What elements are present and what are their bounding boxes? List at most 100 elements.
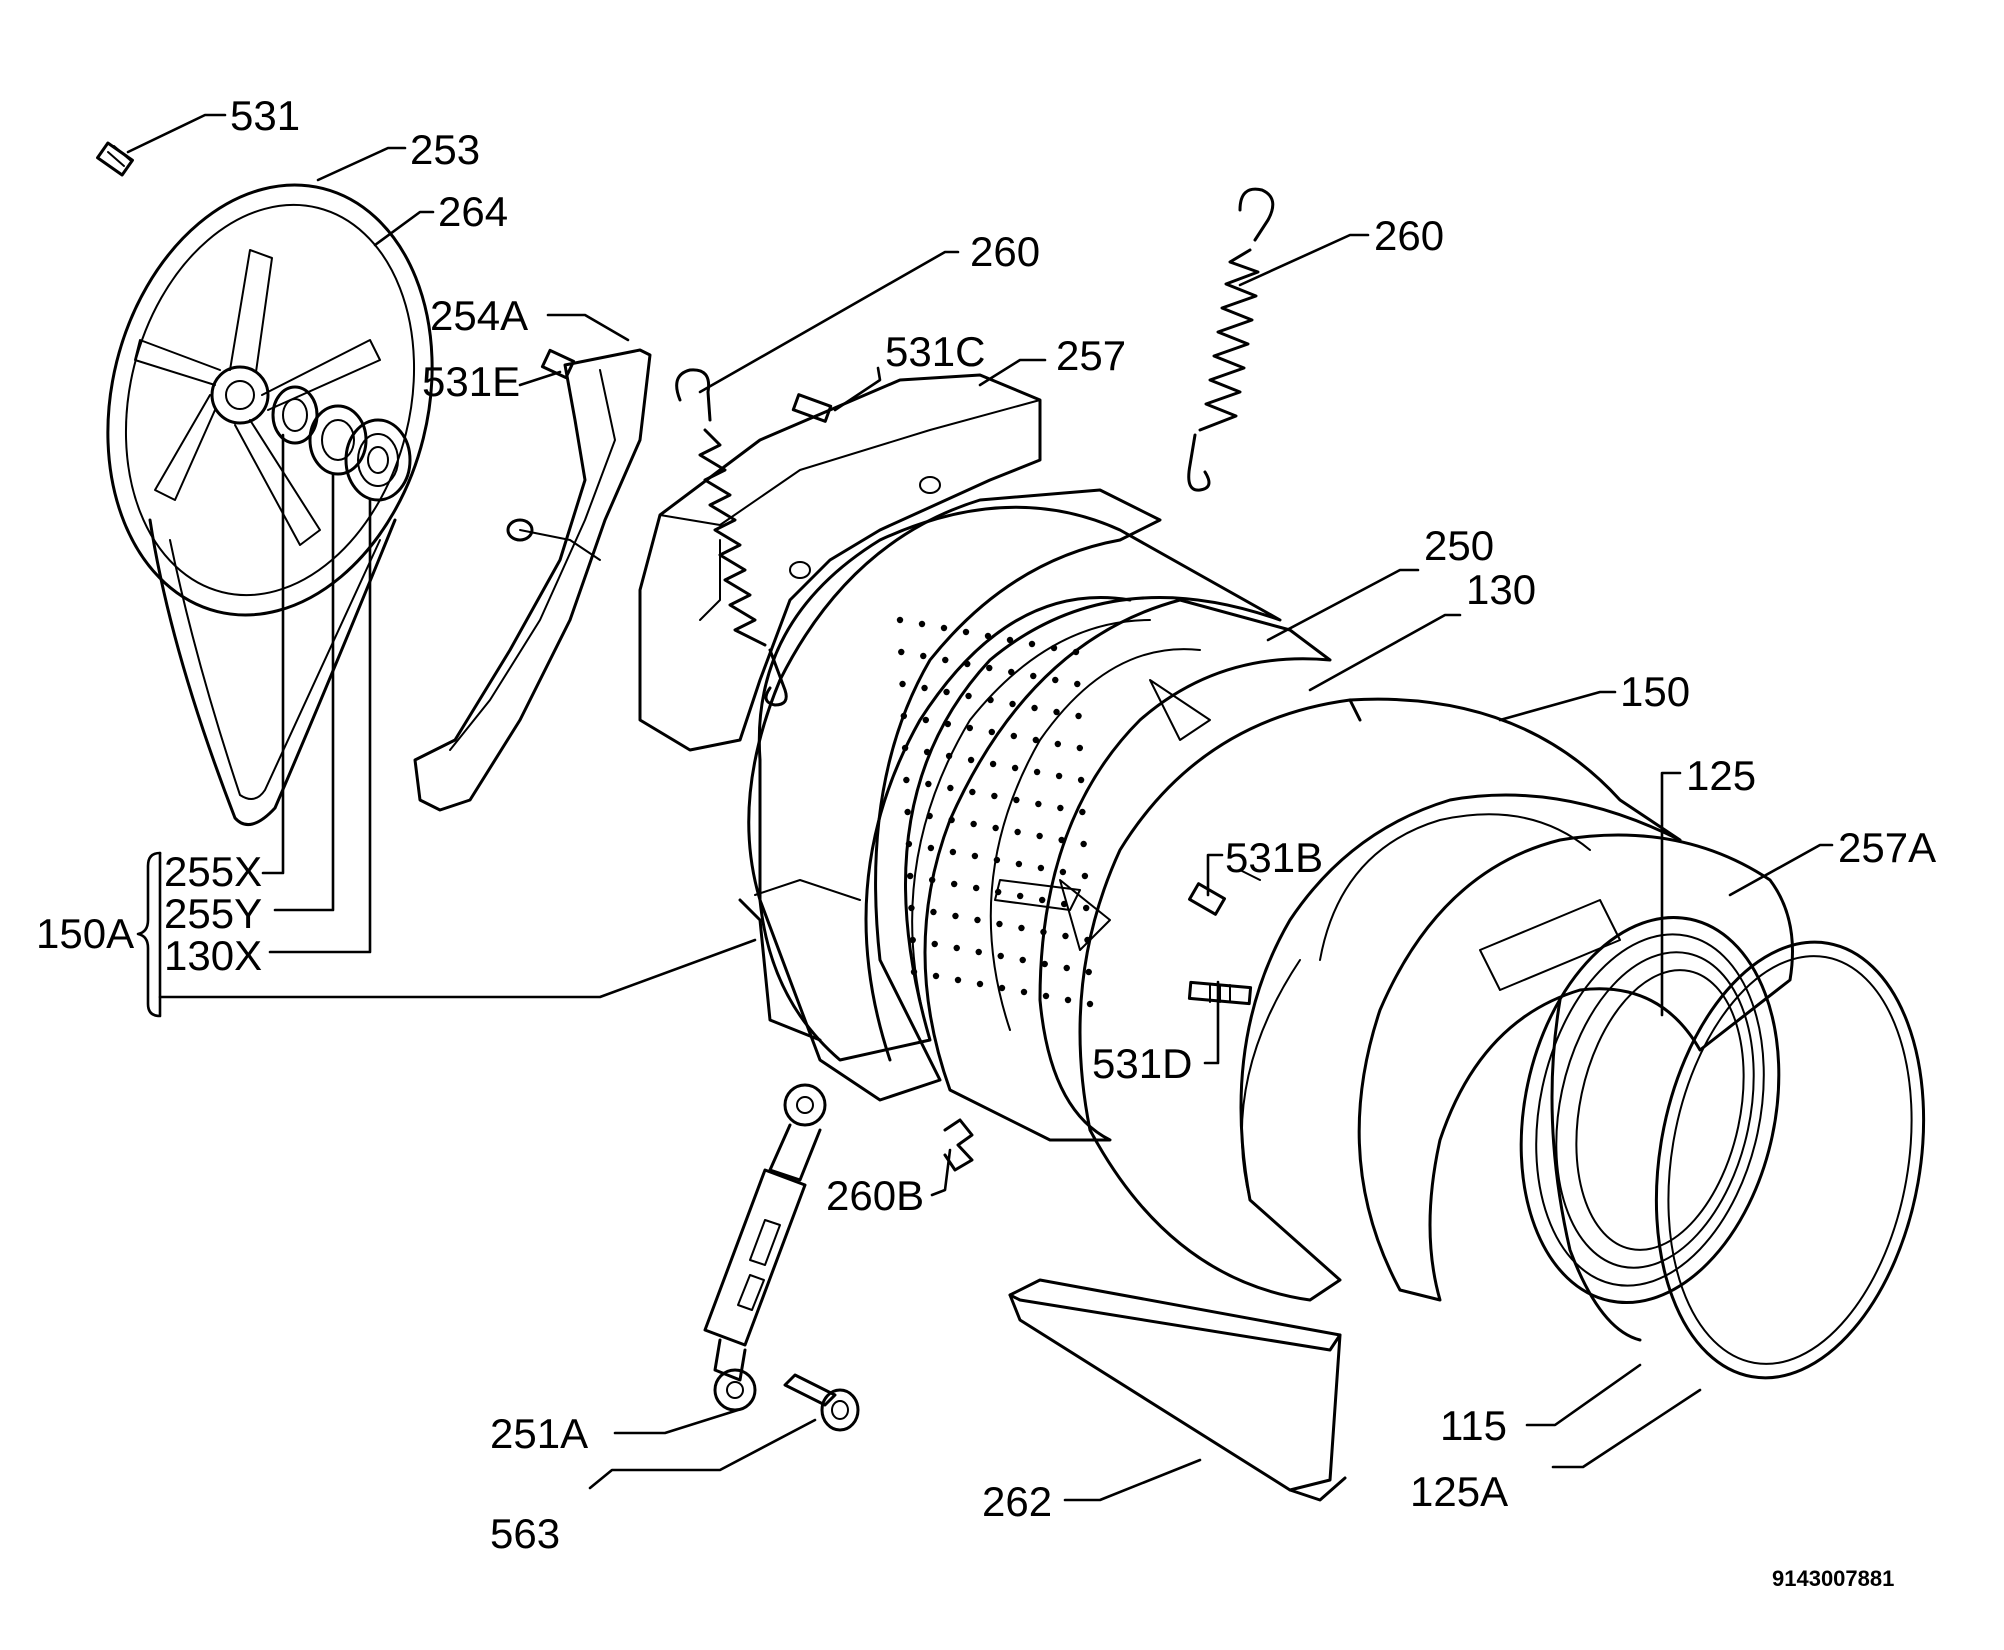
perforation-hole (1052, 676, 1059, 684)
perforation-hole (1053, 708, 1060, 716)
perforation-hole (1055, 772, 1063, 780)
seal-255x (271, 385, 319, 445)
perforation-hole (1032, 736, 1040, 744)
perforation-hole (896, 616, 904, 624)
perforation-hole (899, 680, 906, 688)
label-150: 150 (1620, 668, 1690, 715)
perforation-hole (1057, 804, 1064, 812)
perforation-hole (1018, 924, 1025, 932)
perforation-hole (954, 976, 962, 984)
tub-rear-150a (738, 488, 1162, 1102)
perforation-hole (967, 756, 975, 764)
perforation-hole (1085, 968, 1092, 976)
perforation-hole (1028, 640, 1036, 648)
perforation-hole (1064, 996, 1072, 1004)
perforation-hole (1020, 988, 1028, 996)
screw-531c (791, 393, 833, 423)
label-262: 262 (982, 1478, 1052, 1525)
perforation-hole (942, 656, 949, 664)
perforation-hole (994, 888, 1002, 896)
label-260-right: 260 (1374, 212, 1444, 259)
perforation-hole (1060, 900, 1068, 908)
perforation-hole (949, 848, 957, 856)
perforation-hole (969, 788, 976, 796)
perforation-hole (1030, 672, 1037, 680)
perforation-hole (1082, 904, 1090, 912)
perforation-hole (1037, 864, 1045, 872)
perforation-hole (930, 908, 937, 916)
label-125a: 125A (1410, 1468, 1508, 1515)
perforation-hole (989, 760, 997, 768)
perforation-hole (903, 776, 910, 784)
perforation-hole (1062, 932, 1069, 940)
clip-260b (943, 1118, 974, 1172)
perforation-hole (974, 916, 981, 924)
perforation-hole (927, 844, 935, 852)
label-115: 115 (1440, 1402, 1507, 1449)
label-563: 563 (490, 1510, 560, 1557)
label-125: 125 (1686, 752, 1756, 799)
perforation-hole (943, 688, 950, 696)
perforation-hole (964, 660, 971, 668)
perforation-hole (962, 628, 970, 636)
perforation-hole (947, 784, 954, 792)
label-254a: 254A (430, 292, 528, 339)
label-130x: 130X (164, 932, 262, 979)
perforation-hole (1013, 796, 1020, 804)
perforation-hole (992, 824, 999, 832)
label-260b: 260B (826, 1172, 924, 1219)
perforation-hole (1076, 744, 1084, 752)
perforation-hole (904, 808, 911, 816)
perforation-hole (996, 920, 1003, 928)
perforation-hole (970, 820, 977, 828)
drum-perforations (896, 616, 1094, 1008)
perforation-hole (1035, 800, 1042, 808)
label-531d: 531D (1092, 1040, 1192, 1087)
perforation-hole (986, 664, 993, 672)
perforation-hole (901, 744, 909, 752)
perforation-hole (1019, 956, 1026, 964)
perforation-hole (1038, 896, 1046, 904)
perforation-hole (971, 852, 979, 860)
label-531: 531 (230, 92, 300, 139)
perforation-hole (905, 840, 913, 848)
perforation-hole (993, 856, 1001, 864)
perforation-hole (1059, 868, 1067, 876)
perforation-hole (972, 884, 980, 892)
perforation-hole (984, 632, 992, 640)
perforation-hole (1015, 860, 1023, 868)
perforation-hole (909, 936, 916, 944)
label-264: 264 (438, 188, 508, 235)
perforation-hole (945, 752, 953, 760)
label-251a: 251A (490, 1410, 588, 1457)
perforation-hole (906, 872, 914, 880)
leader-lines (126, 113, 1834, 1502)
perforation-hole (1042, 992, 1050, 1000)
clamp-ring-125a (1654, 940, 1926, 1380)
perforation-hole (1036, 832, 1043, 840)
perforation-hole (991, 792, 998, 800)
label-531b: 531B (1225, 834, 1323, 881)
label-531c: 531C (885, 328, 985, 375)
perforation-hole (1016, 892, 1024, 900)
perforation-hole (921, 684, 928, 692)
perforation-hole (1050, 644, 1058, 652)
perforation-hole (1033, 768, 1041, 776)
perforation-hole (1009, 700, 1016, 708)
perforation-hole (908, 904, 915, 912)
perforation-hole (950, 880, 958, 888)
perforation-hole (976, 980, 984, 988)
label-257: 257 (1056, 332, 1126, 379)
counterweight-262 (1008, 1278, 1347, 1502)
drum-250 (757, 505, 1282, 1062)
perforation-hole (931, 940, 938, 948)
spring-260-right (1187, 187, 1275, 492)
shock-absorber-251a (703, 1083, 827, 1412)
perforation-hole (952, 912, 959, 920)
perforation-hole (898, 648, 905, 656)
bolt-563 (783, 1373, 860, 1432)
perforation-hole (940, 624, 948, 632)
label-255y: 255Y (164, 890, 262, 937)
perforation-hole (918, 620, 926, 628)
